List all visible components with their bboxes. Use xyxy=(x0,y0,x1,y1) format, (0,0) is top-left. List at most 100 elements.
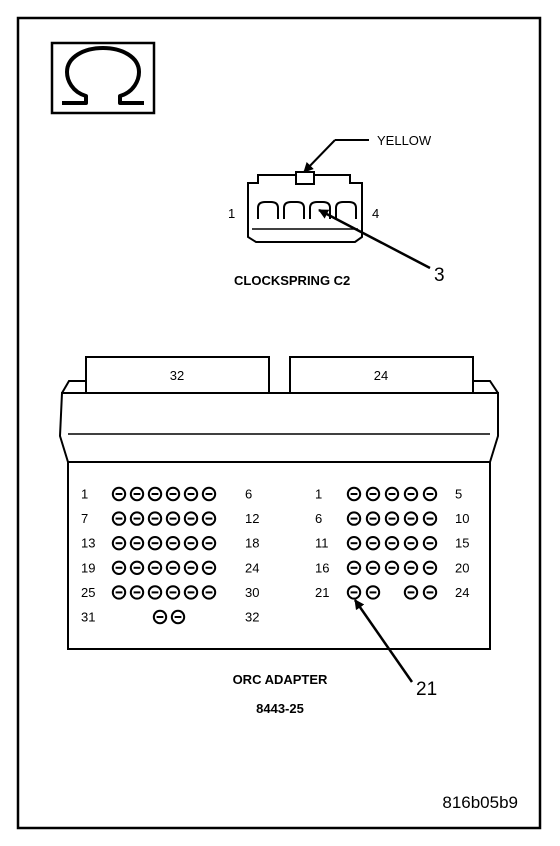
pin-cavity xyxy=(422,560,438,575)
clockspring-name: CLOCKSPRING C2 xyxy=(234,273,350,288)
pin-row-end-label: 12 xyxy=(245,511,259,526)
clockspring-cavities xyxy=(257,201,357,219)
pin-right-label: 4 xyxy=(372,206,379,221)
pin-cavity xyxy=(201,511,217,526)
pin-cavity xyxy=(129,536,145,551)
adapter-tab-left xyxy=(85,356,270,394)
pin-row-start-label: 6 xyxy=(315,511,322,526)
pin-row-end-label: 15 xyxy=(455,536,469,551)
pin-cavity xyxy=(346,511,362,526)
pin-cavity xyxy=(152,609,168,625)
pin-cavity xyxy=(365,536,381,551)
pin-cavity xyxy=(183,560,199,575)
pin-cavity xyxy=(403,511,419,526)
pin-row-end-label: 18 xyxy=(245,536,259,551)
pin-cavity xyxy=(111,511,127,526)
pin-cavity xyxy=(129,560,145,575)
ohm-icon xyxy=(62,46,144,105)
outer-frame xyxy=(16,16,542,830)
pin-cavity xyxy=(365,585,381,600)
wire-color-label: YELLOW xyxy=(377,133,432,148)
adapter-name: ORC ADAPTER xyxy=(233,672,328,687)
pin-cavity xyxy=(111,560,127,575)
pin-cavity xyxy=(165,511,181,526)
cavity-3 xyxy=(309,201,331,219)
pin-cavity xyxy=(147,511,163,526)
pin-cavity xyxy=(170,609,186,625)
pin-cavity xyxy=(129,511,145,526)
cavity-4 xyxy=(335,201,357,219)
right-pin-block-row: 11 15 xyxy=(315,536,469,551)
pin-cavity xyxy=(365,511,381,526)
pin-cavity xyxy=(183,585,199,600)
pin-cavity xyxy=(384,536,400,551)
pin-cavity xyxy=(365,560,381,575)
pin-cavity xyxy=(403,536,419,551)
pin-cavity xyxy=(111,536,127,551)
pin-cavity xyxy=(422,585,438,600)
cavity-2 xyxy=(283,201,305,219)
pin-cavity xyxy=(384,486,400,502)
pin-cavity xyxy=(201,585,217,600)
pin-row-end-label: 6 xyxy=(245,487,252,502)
pin-row-start-label: 7 xyxy=(81,511,88,526)
cavity-1 xyxy=(257,201,279,219)
clockspring-latch xyxy=(295,171,315,185)
left-pin-block-row: 7 12 xyxy=(81,511,259,526)
pin-cavity xyxy=(111,585,127,600)
pin-row-start-label: 21 xyxy=(315,585,329,600)
callout-arrow-3 xyxy=(318,208,431,270)
wire-color-arrow xyxy=(303,139,336,173)
pin-cavity xyxy=(183,536,199,551)
pin-cavity xyxy=(422,486,438,502)
figure-id: 816b05b9 xyxy=(442,793,518,812)
pin-row-start-label: 19 xyxy=(81,560,95,575)
pin-cavity xyxy=(346,536,362,551)
pin-row-end-label: 30 xyxy=(245,585,259,600)
pin-cavity xyxy=(147,560,163,575)
pin-cavity xyxy=(129,486,145,502)
tab-left-label: 32 xyxy=(170,368,184,383)
ohm-symbol-box xyxy=(50,41,156,115)
pin-row-start-label: 1 xyxy=(81,487,88,502)
pin-cavity xyxy=(147,585,163,600)
pin-cavity xyxy=(403,585,419,600)
pin-cavity xyxy=(384,511,400,526)
pin-cavity xyxy=(201,536,217,551)
pin-cavity xyxy=(422,536,438,551)
right-pin-block-row: 6 10 xyxy=(315,511,469,526)
pin-cavity xyxy=(165,560,181,575)
pin-row-start-label: 13 xyxy=(81,536,95,551)
pin-cavity xyxy=(365,486,381,502)
adapter-top-housing xyxy=(58,380,499,463)
pin-cavity xyxy=(165,486,181,502)
pin-row-start-label: 25 xyxy=(81,585,95,600)
adapter-part-number: 8443-25 xyxy=(256,701,304,716)
pin-cavity xyxy=(403,486,419,502)
pin-row-end-label: 20 xyxy=(455,560,469,575)
pin-row-end-label: 10 xyxy=(455,511,469,526)
pin-row-end-label: 5 xyxy=(455,487,462,502)
pin-cavity xyxy=(346,486,362,502)
pin-cavity xyxy=(165,585,181,600)
left-pin-block-row: 13 18 xyxy=(81,536,259,551)
pin-row-start-label: 31 xyxy=(81,610,95,625)
tab-right-label: 24 xyxy=(374,368,388,383)
pin-cavity xyxy=(183,486,199,502)
pin-row-start-label: 11 xyxy=(315,536,329,551)
callout-label-3: 3 xyxy=(434,265,445,286)
pin-cavity xyxy=(346,560,362,575)
callout-arrow-21 xyxy=(353,599,414,683)
pin-row-start-label: 1 xyxy=(315,487,322,502)
pin-cavity xyxy=(201,560,217,575)
pin-cavity xyxy=(384,560,400,575)
